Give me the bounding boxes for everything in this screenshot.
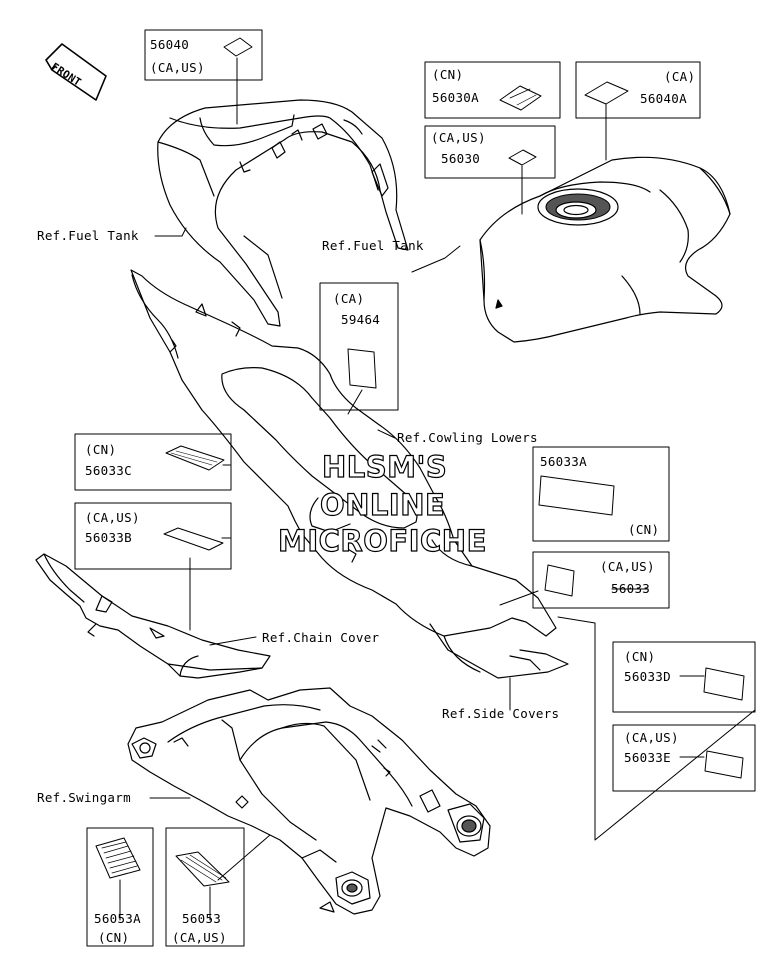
watermark-line-2: ONLINE: [319, 488, 446, 522]
part-56030a-number[interactable]: 56030A: [432, 90, 479, 105]
ref-cowling-lowers[interactable]: Ref.Cowling Lowers: [397, 430, 538, 445]
part-59464-region: (CA): [333, 291, 365, 306]
part-56040a-region: (CA): [664, 69, 696, 84]
decal-56053-icon: [175, 851, 230, 887]
ref-fuel-tank-left[interactable]: Ref.Fuel Tank: [37, 228, 139, 243]
decal-56053a-icon: [95, 837, 141, 879]
part-56040a-number[interactable]: 56040A: [640, 91, 687, 106]
part-56033a-number[interactable]: 56033A: [540, 454, 587, 469]
part-56053-region: (CA,US): [172, 930, 227, 945]
part-56053a-number[interactable]: 56053A: [94, 911, 141, 926]
part-56033d-number[interactable]: 56033D: [624, 669, 671, 684]
ref-swingarm[interactable]: Ref.Swingarm: [37, 790, 131, 805]
part-56033a-region: (CN): [628, 522, 660, 537]
part-56033b-region: (CA,US): [85, 510, 140, 525]
part-56033c-region: (CN): [85, 442, 117, 457]
part-56033-number[interactable]: 56033: [611, 581, 651, 596]
part-56040-number[interactable]: 56040: [150, 37, 190, 52]
part-56033c-number[interactable]: 56033C: [85, 463, 132, 478]
part-56033d-region: (CN): [624, 649, 656, 664]
chain-cover-drawing: [35, 553, 271, 679]
part-56033e-region: (CA,US): [624, 730, 679, 745]
part-59464-number[interactable]: 59464: [341, 312, 381, 327]
part-56030-number[interactable]: 56030: [441, 151, 481, 166]
seat-cowl-drawing: [157, 99, 409, 327]
part-56030-region: (CA,US): [431, 130, 486, 145]
side-cover-drawing: [130, 269, 569, 679]
callout-boxes: [74, 29, 756, 947]
part-56040-region: (CA,US): [150, 60, 205, 75]
part-56030a-region: (CN): [432, 67, 464, 82]
part-56033-region: (CA,US): [600, 559, 655, 574]
leader-lines: [119, 57, 756, 921]
decal-icons: [95, 37, 745, 887]
ref-chain-cover[interactable]: Ref.Chain Cover: [262, 630, 380, 645]
fuel-tank-drawing: [479, 156, 731, 343]
part-56053-number[interactable]: 56053: [182, 911, 222, 926]
ref-fuel-tank-right[interactable]: Ref.Fuel Tank: [322, 238, 424, 253]
front-arrow-icon: [45, 43, 107, 101]
watermark-line-3: MICROFICHE: [277, 524, 487, 558]
part-56033b-number[interactable]: 56033B: [85, 530, 132, 545]
part-56033e-number[interactable]: 56033E: [624, 750, 671, 765]
ref-side-covers[interactable]: Ref.Side Covers: [442, 706, 560, 721]
part-56053a-region: (CN): [98, 930, 130, 945]
swingarm-drawing: [127, 687, 491, 915]
watermark-line-1: HLSM'S: [321, 450, 448, 484]
